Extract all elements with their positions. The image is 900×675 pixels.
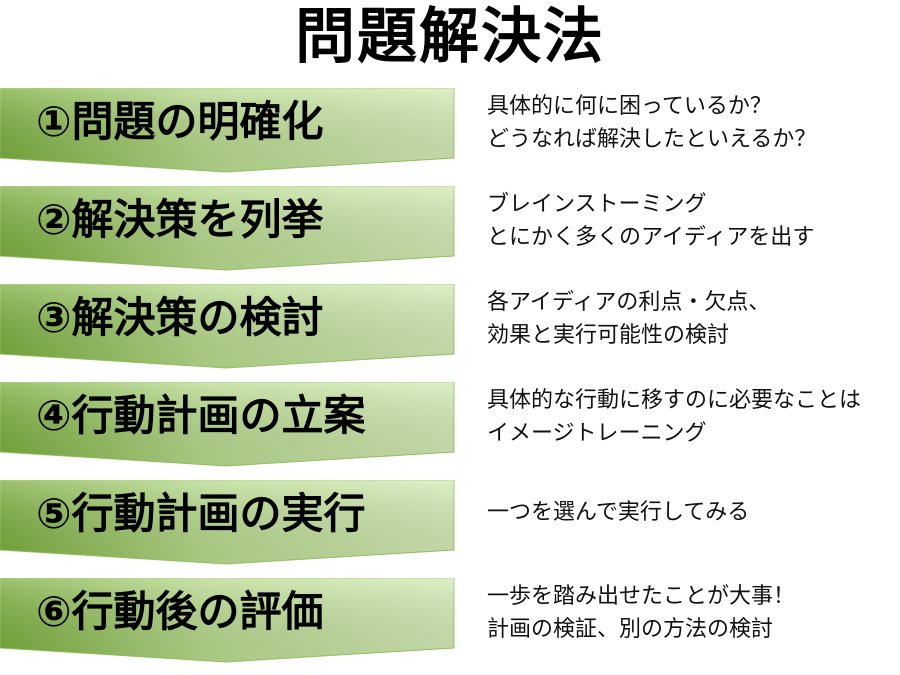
step-5-arrow	[0, 480, 456, 566]
step-1-arrow	[0, 88, 456, 174]
step-1-desc-line-2: どうなれば解決したといえるか？	[487, 127, 817, 152]
step-1-description: 具体的に何に困っているか？ どうなれば解決したといえるか？	[487, 90, 900, 156]
step-1-label: ①問題の明確化	[36, 97, 324, 146]
step-4-description: 具体的な行動に移すのに必要なことは イメージトレーニング	[487, 384, 900, 450]
step-3-desc-line-1: 各アイディアの利点・欠点、	[487, 290, 771, 315]
step-2-desc-line-1: ブレインストーミング	[487, 192, 707, 217]
step-3: ③解決策の検討 各アイディアの利点・欠点、 効果と実行可能性の検討	[0, 284, 900, 374]
step-4-arrow	[0, 382, 456, 468]
step-5-description: 一つを選んで実行してみる	[487, 496, 900, 529]
step-5-desc-line-1: 一つを選んで実行してみる	[487, 500, 750, 525]
step-6-description: 一歩を踏み出せたことが大事！ 計画の検証、別の方法の検討	[487, 580, 900, 646]
step-2-desc-line-2: とにかく多くのアイディアを出す	[487, 225, 815, 250]
step-4: ④行動計画の立案 具体的な行動に移すのに必要なことは イメージトレーニング	[0, 382, 900, 472]
step-6: ⑥行動後の評価 一歩を踏み出せたことが大事！ 計画の検証、別の方法の検討	[0, 578, 900, 668]
step-2-arrow	[0, 186, 456, 272]
step-6-desc-line-2: 計画の検証、別の方法の検討	[487, 617, 774, 642]
step-2-description: ブレインストーミング とにかく多くのアイディアを出す	[487, 188, 900, 254]
step-3-desc-line-2: 効果と実行可能性の検討	[487, 323, 730, 348]
step-5: ⑤行動計画の実行 一つを選んで実行してみる	[0, 480, 900, 570]
step-4-desc-line-2: イメージトレーニング	[487, 421, 707, 446]
step-2-label: ②解決策を列挙	[36, 195, 324, 244]
step-4-label: ④行動計画の立案	[36, 391, 366, 440]
step-4-desc-line-1: 具体的な行動に移すのに必要なことは	[487, 388, 862, 413]
step-3-arrow	[0, 284, 456, 370]
step-6-desc-line-1: 一歩を踏み出せたことが大事！	[487, 584, 796, 609]
step-3-description: 各アイディアの利点・欠点、 効果と実行可能性の検討	[487, 286, 900, 352]
step-5-label: ⑤行動計画の実行	[36, 489, 366, 538]
step-1-desc-line-1: 具体的に何に困っているか？	[487, 94, 772, 119]
page-title: 問題解決法	[295, 2, 605, 72]
step-1: ①問題の明確化 具体的に何に困っているか？ どうなれば解決したといえるか？	[0, 88, 900, 178]
step-6-arrow	[0, 578, 456, 664]
step-6-label: ⑥行動後の評価	[36, 587, 324, 636]
step-2: ②解決策を列挙 ブレインストーミング とにかく多くのアイディアを出す	[0, 186, 900, 276]
step-3-label: ③解決策の検討	[36, 293, 324, 342]
